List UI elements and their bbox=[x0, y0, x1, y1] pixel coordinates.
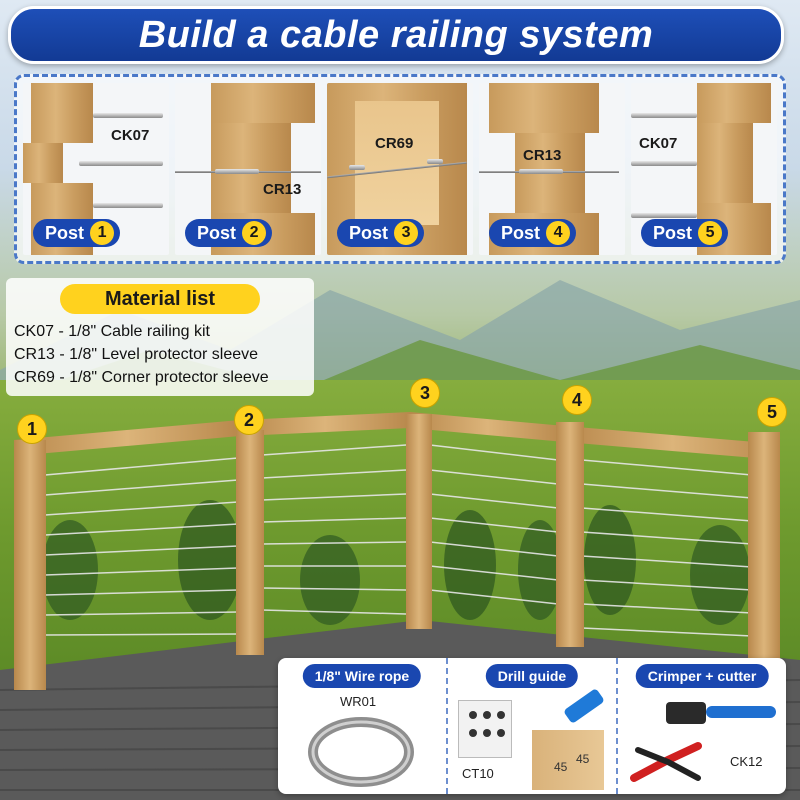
post-badge-number: 2 bbox=[242, 221, 267, 245]
post-5-fitting-mid bbox=[631, 161, 697, 166]
post-4-sleeve bbox=[519, 169, 563, 174]
tools-panel: 1/8" Wire rope WR01 Drill guide 45 45 CT… bbox=[278, 658, 786, 794]
material-item-cr13: CR13 - 1/8" Level protector sleeve bbox=[14, 346, 259, 363]
scene-post-number-1: 1 bbox=[17, 414, 47, 444]
drill-block-mark-2: 45 bbox=[576, 752, 590, 766]
material-list-panel: Material list CK07 - 1/8" Cable railing … bbox=[6, 278, 314, 396]
post-badge-number: 1 bbox=[90, 221, 115, 245]
post-badge-5: Post 5 bbox=[641, 219, 729, 247]
material-list-title: Material list bbox=[60, 284, 260, 314]
scene-post-number-4: 4 bbox=[562, 385, 592, 415]
post-2-sleeve bbox=[215, 169, 259, 174]
tool-code-ct10: CT10 bbox=[462, 766, 494, 781]
post-badge-label: Post bbox=[197, 222, 237, 243]
post-badge-3: Post 3 bbox=[337, 219, 425, 247]
tool-crimper-cutter: Crimper + cutter CK12 bbox=[618, 658, 786, 794]
post-5-code: CK07 bbox=[639, 135, 678, 152]
post-4-code: CR13 bbox=[523, 147, 562, 164]
tool-code-wr01: WR01 bbox=[340, 694, 377, 709]
drill-icon bbox=[563, 687, 605, 725]
post-badge-1: Post 1 bbox=[33, 219, 121, 247]
post-badge-number: 5 bbox=[698, 221, 723, 245]
post-2-photo bbox=[211, 83, 315, 123]
post-details-panel: CK07 Post 1 CR13 Post 2 CR69 Post 3 bbox=[14, 74, 786, 264]
scene-post-number-5: 5 bbox=[757, 397, 787, 427]
page-title: Build a cable railing system bbox=[138, 13, 654, 56]
post-5-photo bbox=[697, 83, 771, 123]
post-1-fitting-top bbox=[93, 113, 163, 118]
tool-heading-wire-rope: 1/8" Wire rope bbox=[302, 664, 422, 688]
post-1-fitting-mid bbox=[79, 161, 163, 166]
post-badge-label: Post bbox=[45, 222, 85, 243]
wire-rope-coil-icon bbox=[308, 717, 414, 787]
post-4-photo bbox=[489, 83, 599, 133]
post-1-fitting-low bbox=[93, 203, 163, 208]
tool-drill-guide: Drill guide 45 45 CT10 bbox=[448, 658, 618, 794]
cutter-icon bbox=[630, 742, 702, 782]
post-3-code: CR69 bbox=[375, 135, 414, 152]
post-card-1: CK07 Post 1 bbox=[23, 83, 169, 255]
post-badge-label: Post bbox=[349, 222, 389, 243]
title-banner: Build a cable railing system bbox=[8, 6, 784, 64]
material-item-cr69: CR69 - 1/8" Corner protector sleeve bbox=[14, 369, 269, 386]
drill-block-mark-1: 45 bbox=[554, 760, 568, 774]
post-1-photo bbox=[31, 83, 93, 143]
post-badge-label: Post bbox=[653, 222, 693, 243]
post-2-wood-mid bbox=[211, 123, 291, 213]
post-1-wood-mid bbox=[23, 143, 63, 183]
post-badge-2: Post 2 bbox=[185, 219, 273, 247]
post-1-code: CK07 bbox=[111, 127, 150, 144]
post-3-corner-cut bbox=[355, 101, 439, 225]
scene-post-number-2: 2 bbox=[234, 405, 264, 435]
post-card-4: CR13 Post 4 bbox=[479, 83, 625, 255]
post-3-sleeve-right bbox=[427, 159, 443, 164]
post-card-2: CR13 Post 2 bbox=[175, 83, 321, 255]
post-5-fitting-low bbox=[631, 213, 697, 218]
post-badge-number: 4 bbox=[546, 221, 571, 245]
scene-post-number-3: 3 bbox=[410, 378, 440, 408]
tool-heading-crimper: Crimper + cutter bbox=[635, 664, 769, 688]
post-badge-number: 3 bbox=[394, 221, 419, 245]
post-2-code: CR13 bbox=[263, 181, 302, 198]
post-card-5: CK07 Post 5 bbox=[631, 83, 777, 255]
post-5-wood-mid bbox=[697, 123, 753, 203]
post-badge-4: Post 4 bbox=[489, 219, 577, 247]
railing-scene bbox=[14, 412, 780, 690]
post-card-3: CR69 Post 3 bbox=[327, 83, 473, 255]
tool-wire-rope: 1/8" Wire rope WR01 bbox=[278, 658, 448, 794]
drill-block: 45 45 bbox=[532, 730, 604, 790]
drill-guide-icon bbox=[458, 700, 512, 758]
crimper-icon bbox=[666, 702, 776, 724]
post-5-fitting-top bbox=[631, 113, 697, 118]
tool-code-ck12: CK12 bbox=[730, 754, 763, 769]
post-badge-label: Post bbox=[501, 222, 541, 243]
material-item-ck07: CK07 - 1/8" Cable railing kit bbox=[14, 323, 210, 340]
post-3-sleeve-left bbox=[349, 165, 365, 170]
tool-heading-drill-guide: Drill guide bbox=[485, 664, 579, 688]
